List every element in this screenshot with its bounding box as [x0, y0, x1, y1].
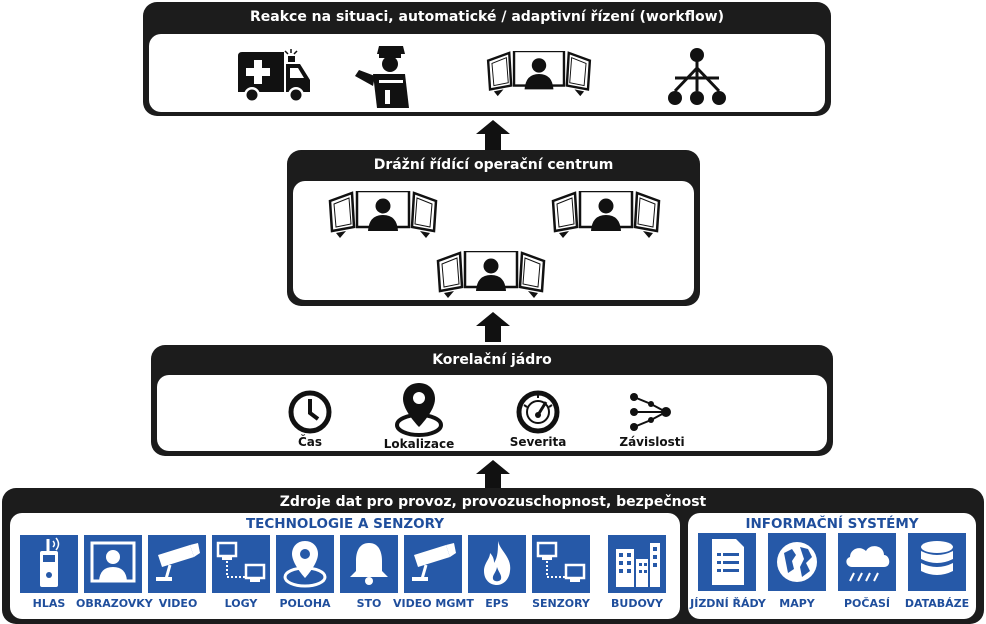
- control-center-panel: Drážní řídící operační centrum: [287, 150, 700, 306]
- tile-label: VIDEO: [158, 597, 198, 610]
- tile-label: STO: [356, 597, 382, 610]
- tile-label: POČASÍ: [843, 597, 890, 610]
- tile-label: DATABÁZE: [904, 597, 970, 610]
- dependency-icon: [630, 393, 671, 431]
- panel-body: [293, 181, 694, 300]
- item-label: Čas: [297, 435, 323, 449]
- location-pin-icon: [283, 541, 327, 588]
- tile-label: JÍZDNÍ ŘÁDY: [690, 597, 766, 610]
- network-computers-icon: [216, 541, 266, 582]
- cctv-camera-icon: [156, 543, 200, 581]
- correlation-core-panel: Korelační jádro Čas Lokalizace Severita: [151, 345, 833, 456]
- monitor-person-icon: [90, 541, 136, 583]
- rain-cloud-icon: [846, 546, 890, 582]
- data-sources-panel: Zdroje dat pro provoz, provozuschopnost,…: [2, 488, 984, 624]
- tile-video: [148, 535, 206, 593]
- tile-label: POLOHA: [279, 597, 331, 610]
- response-workflow-panel: Reakce na situaci, automatické / adaptiv…: [143, 2, 831, 116]
- cctv-camera-icon: [412, 543, 456, 581]
- tile-label: OBRAZOVKY: [76, 597, 153, 610]
- radio-icon: [40, 537, 60, 587]
- database-icon: [921, 541, 953, 575]
- clock-icon: [288, 390, 332, 434]
- tile-label: SENZORY: [532, 597, 590, 610]
- tile-eps: [468, 535, 526, 593]
- tile-label: EPS: [485, 597, 509, 610]
- operator-workstation-icon: [551, 191, 661, 241]
- tile-label: HLAS: [32, 597, 66, 610]
- tile-label: LOGY: [224, 597, 258, 610]
- tile-jizdni-rady: [698, 533, 756, 591]
- tile-hlas: [20, 535, 78, 593]
- tile-databaze: [908, 533, 966, 591]
- section-title: TECHNOLOGIE A SENZORY: [245, 516, 445, 532]
- panel-title: Drážní řídící operační centrum: [373, 157, 614, 173]
- flow-arrow-icon: [476, 312, 510, 342]
- operator-workstation-icon: [486, 51, 592, 99]
- tile-poloha: [276, 535, 334, 593]
- tile-label: BUDOVY: [611, 597, 663, 610]
- item-label: Lokalizace: [383, 437, 455, 451]
- police-officer-icon: [355, 46, 409, 108]
- item-label: Závislosti: [619, 435, 685, 449]
- tile-budovy: [608, 535, 666, 593]
- flame-icon: [484, 541, 511, 585]
- tile-obrazovky: [84, 535, 142, 593]
- workflow-hierarchy-icon: [668, 48, 726, 105]
- network-computers-icon: [536, 541, 586, 582]
- item-label: Severita: [509, 435, 567, 449]
- tile-pocasi: [838, 533, 896, 591]
- tile-logy: [212, 535, 270, 593]
- tile-video-mgmt: [404, 535, 462, 593]
- ambulance-icon: [238, 49, 310, 103]
- panel-title: Zdroje dat pro provoz, provozuschopnost,…: [279, 494, 707, 510]
- location-pin-icon: [395, 383, 443, 437]
- operator-workstation-icon: [328, 191, 438, 241]
- gauge-icon: [516, 390, 560, 434]
- panel-title: Korelační jádro: [432, 352, 552, 368]
- panel-body: Čas Lokalizace Severita Závislosti: [157, 375, 827, 451]
- panel-title: Reakce na situaci, automatické / adaptiv…: [249, 9, 725, 25]
- globe-icon: [777, 542, 817, 582]
- tile-mapy: [768, 533, 826, 591]
- tile-senzory: [532, 535, 590, 593]
- buildings-icon: [616, 543, 660, 587]
- info-systems-section: INFORMAČNÍ SYSTÉMY JÍZDNÍ ŘÁDY MAPY: [688, 513, 976, 619]
- flow-arrow-icon: [476, 460, 510, 490]
- section-title: INFORMAČNÍ SYSTÉMY: [745, 516, 919, 532]
- tech-sensors-section: TECHNOLOGIE A SENZORY HLAS OBRAZOVKY: [10, 513, 680, 619]
- tile-label: MAPY: [779, 597, 815, 610]
- tile-label: VIDEO MGMT: [393, 597, 474, 610]
- tile-sto: [340, 535, 398, 593]
- document-list-icon: [712, 539, 744, 585]
- panel-body: [149, 34, 825, 112]
- flow-arrow-icon: [476, 120, 510, 150]
- bell-icon: [350, 543, 388, 585]
- operator-workstation-icon: [436, 251, 546, 301]
